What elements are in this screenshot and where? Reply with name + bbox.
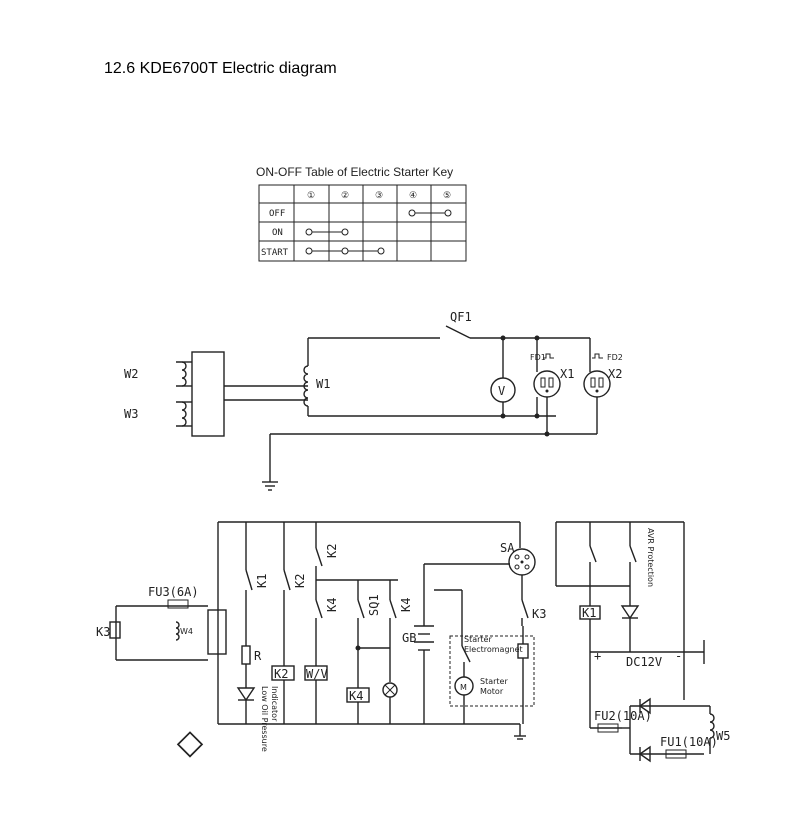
w3-label: W3 <box>124 407 138 421</box>
low-oil-label-2: Indicator <box>270 686 279 722</box>
x1-label: X1 <box>560 367 574 381</box>
k3-left-label: K3 <box>96 625 110 639</box>
diode-upper <box>638 697 651 715</box>
key-col-3: ③ <box>375 191 383 201</box>
k2-label-b: K2 <box>325 544 339 558</box>
sa-label: SA <box>500 541 515 555</box>
key-row-off: OFF <box>269 209 285 219</box>
k1-switch <box>245 569 253 591</box>
voltmeter-label: V <box>498 384 505 398</box>
fd1-label: FD1 <box>530 353 546 362</box>
page-title: 12.6 KDE6700T Electric diagram <box>104 60 337 77</box>
w4-label: W4 <box>180 627 193 636</box>
avr-switch <box>629 545 637 563</box>
r-label: R <box>254 649 262 663</box>
starter-em-label-2: Electromagnet <box>464 645 523 654</box>
k4-switch-b <box>389 599 397 619</box>
key-row-on: ON <box>272 228 283 238</box>
k4-switch-a <box>315 599 323 619</box>
k2-switch-a <box>283 569 291 591</box>
socket-x2 <box>583 370 611 398</box>
k3-resistor <box>109 621 121 639</box>
fu1-label: FU1(10A) <box>660 735 718 749</box>
minus-label: - <box>675 649 682 663</box>
qf1-switch <box>445 325 471 339</box>
fu2-label: FU2(10A) <box>594 709 652 723</box>
starter-motor-label-1: Starter <box>480 677 508 686</box>
sq1-label: SQ1 <box>367 594 381 616</box>
avr-label: AVR Protection <box>646 528 655 587</box>
w2-coil <box>176 361 187 387</box>
w1-label: W1 <box>316 377 330 391</box>
k3-right-label: K3 <box>532 607 546 621</box>
w5-label: W5 <box>716 729 730 743</box>
fd2-label: FD2 <box>607 353 623 362</box>
w4-coil <box>175 621 180 641</box>
fu2-fuse <box>597 723 619 733</box>
diode-lower <box>638 745 651 763</box>
fu1-fuse <box>665 749 687 759</box>
key-table: ON-OFF Table of Electric Starter Key ① ②… <box>256 165 467 262</box>
avr-diode <box>620 605 640 620</box>
k2-relay <box>271 665 295 681</box>
led-indicator <box>236 687 256 702</box>
k3-switch <box>521 599 529 619</box>
qf1-label: QF1 <box>450 310 472 324</box>
key-col-4: ④ <box>409 191 417 201</box>
resistor-r <box>241 645 251 665</box>
w3-coil <box>176 401 187 427</box>
k2-label-a: K2 <box>293 574 307 588</box>
starter-box <box>449 635 535 707</box>
k1-relay-right-label: K1 <box>582 606 596 620</box>
key-table-title: ON-OFF Table of Electric Starter Key <box>256 165 453 179</box>
starter-em-label-1: Starter <box>464 635 492 644</box>
k4-label-a: K4 <box>325 598 339 612</box>
gb-label: GB <box>402 631 416 645</box>
k2-relay-label: K2 <box>274 667 288 681</box>
w1-coil <box>303 365 309 407</box>
motor-m-label: M <box>460 683 467 692</box>
k2-switch-b <box>315 547 323 567</box>
fu3-label: FU3(6A) <box>148 585 199 599</box>
sq1-switch <box>357 599 365 619</box>
low-oil-label-1: Low Oil Pressure <box>260 686 269 752</box>
key-row-start: START <box>261 248 289 258</box>
k1-switch-right <box>589 545 597 563</box>
w5-coil <box>709 713 715 739</box>
key-col-2: ② <box>341 191 349 201</box>
key-col-5: ⑤ <box>443 191 451 201</box>
plus-label: + <box>594 649 601 663</box>
rectifier-box <box>191 351 225 437</box>
k4-label-b: K4 <box>399 598 413 612</box>
starter-motor-label-2: Motor <box>480 687 504 696</box>
k1-label: K1 <box>255 574 269 588</box>
k4-relay-label: K4 <box>349 689 363 703</box>
key-col-1: ① <box>307 191 315 201</box>
dc12v-label: DC12V <box>626 655 662 669</box>
generator-circuit: W2 W3 W1 QF1 V X1 FD1 <box>124 310 623 491</box>
fu3-fuse <box>167 599 189 609</box>
x2-label: X2 <box>608 367 622 381</box>
exciter-box <box>207 609 227 655</box>
socket-x1 <box>533 370 561 398</box>
w2-label: W2 <box>124 367 138 381</box>
wv-label: W/V <box>306 667 328 681</box>
bridge-rectifier <box>176 731 204 758</box>
control-circuit: K3 FU3(6A) W4 K1 R Low Oil Pressure Indi… <box>96 521 730 763</box>
